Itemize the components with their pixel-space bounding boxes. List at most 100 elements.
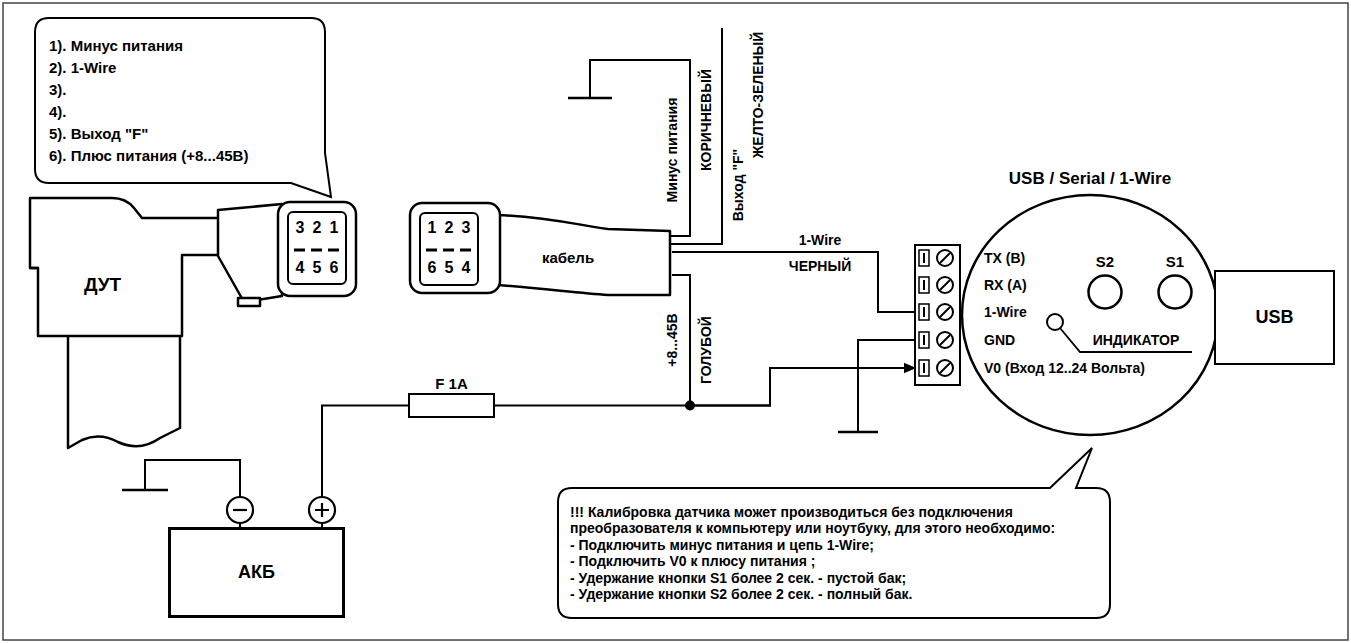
sensor-step [30, 267, 38, 270]
note-text: - Удержание кнопки S2 более 2 сек. - пол… [570, 586, 912, 603]
pin-list-item: 1). Минус питания [49, 35, 183, 57]
pin-box [288, 212, 346, 284]
sensor-plug-housing [218, 204, 282, 302]
pin-marks [294, 249, 339, 252]
junction-dot [685, 401, 695, 411]
pin-number: 6 [330, 260, 339, 276]
screw-terminal [919, 304, 953, 320]
plug-latch [238, 298, 260, 306]
sensor-label: ДУТ [84, 274, 121, 297]
button-s1: S1 [1157, 274, 1193, 310]
cable-connector-outline [408, 203, 672, 300]
terminal-label: 1-Wire [984, 305, 1027, 319]
frame [3, 3, 1348, 640]
pin-number: 2 [313, 220, 322, 236]
pin-list-item: 6). Плюс питания (+8...45В) [49, 145, 248, 167]
note-text: - Подключить минус питания и цепь 1-Wire… [570, 537, 874, 554]
plug-face [410, 203, 500, 293]
battery: АКБ [168, 527, 345, 618]
note-text: - Удержание кнопки S1 более 2 сек. - пус… [570, 570, 906, 587]
plug-face [278, 202, 356, 296]
usb-converter: USB / Serial / 1-WireS2S1 [915, 195, 1218, 435]
wire-label: 1-Wire [799, 233, 842, 247]
pin-number: 4 [296, 260, 305, 276]
button-outline [1089, 276, 1122, 309]
pin-list-item: 4). [49, 101, 67, 123]
plus-terminal [309, 497, 335, 523]
button-s1-outline [1157, 274, 1193, 310]
fuse-label: F 1A [435, 376, 468, 393]
usb-converter-outline [915, 195, 1218, 435]
pin-number: 1 [330, 220, 339, 236]
note-text: !!! Калибровка датчика может производить… [570, 504, 1098, 537]
usb-plug: USB [1214, 270, 1335, 365]
wire-label: Минус питания [665, 98, 679, 203]
pin-list-item: 5). Выход "F" [49, 123, 148, 145]
wire-label: Выход "F" [731, 149, 745, 221]
cable-body [498, 215, 670, 295]
sensor-body: ДУТ [40, 255, 165, 315]
pin-number: 6 [428, 260, 437, 276]
minus-sign [233, 509, 247, 511]
button-label: S2 [1096, 254, 1114, 271]
pin-box [420, 213, 478, 285]
callout-outline [558, 448, 1110, 618]
pin-callout: 1). Минус питания2). 1-Wire3).4).5). Вых… [35, 18, 325, 183]
pin-list-item: 2). 1-Wire [49, 57, 116, 79]
terminal-label: RX (A) [984, 278, 1027, 292]
terminal-label: TX (B) [984, 251, 1025, 265]
ground-symbol [838, 431, 878, 434]
pin-number: 2 [445, 220, 454, 236]
sensor-drawing [30, 198, 356, 448]
pin-number: 3 [462, 220, 471, 236]
plus-sign [315, 503, 329, 517]
brown-wire [590, 60, 690, 236]
fuse: F 1A [408, 393, 495, 418]
screw-terminal [919, 277, 953, 293]
converter-drawing [915, 195, 1218, 435]
terminal-label: V0 (Вход 12..24 Вольта) [984, 361, 1145, 375]
wire-label: +8...45В [665, 313, 679, 366]
device-title: USB / Serial / 1-Wire [1009, 170, 1171, 189]
callout-outline [35, 18, 331, 197]
wire-label: ГОЛУБОЙ [699, 316, 713, 384]
ground-symbol [568, 97, 612, 100]
battery-terminals [227, 497, 335, 527]
sensor-head [30, 198, 222, 336]
pin-number: 1 [428, 220, 437, 236]
pin-number: 4 [462, 260, 471, 276]
converter-housing [962, 195, 1218, 435]
wire-label: ЖЕЛТО-ЗЕЛЕНЫЙ [751, 32, 765, 159]
minus-terminal [227, 497, 253, 523]
wire [672, 252, 915, 312]
wire-label: ЧЕРНЫЙ [789, 259, 851, 273]
usb-label: USB [1255, 307, 1293, 329]
button-s2-outline [1087, 274, 1123, 310]
gnd-wire [858, 340, 915, 432]
wire-label: КОРИЧНЕВЫЙ [699, 69, 713, 171]
cable-drawing [410, 203, 670, 295]
button-label: S1 [1166, 254, 1184, 271]
leader-line [1060, 328, 1192, 352]
cable-label: кабель [542, 250, 594, 267]
button-s2: S2 [1087, 274, 1123, 310]
pin-number: 5 [445, 260, 454, 276]
screw-terminal [919, 360, 953, 376]
screw-terminal [919, 332, 953, 348]
terminal-label: GND [984, 333, 1015, 347]
note-callout: !!! Калибровка датчика может производить… [558, 488, 1110, 618]
terminal-block [915, 245, 960, 385]
note-text: - Подключить V0 к плюсу питания ; [570, 553, 815, 570]
ground-symbol [122, 489, 168, 492]
indicator-label: ИНДИКАТОР [1093, 333, 1180, 347]
cable-connector: кабель [408, 203, 672, 300]
screw-terminal [919, 250, 953, 266]
button-outline [1159, 276, 1192, 309]
pin-number: 3 [296, 220, 305, 236]
pin-number: 5 [313, 260, 322, 276]
pin-marks [426, 249, 471, 252]
sensor-tube [68, 330, 180, 448]
battery-minus-wire [145, 460, 240, 497]
pin-list-item: 3). [49, 79, 67, 101]
battery-label: АКБ [238, 562, 275, 584]
